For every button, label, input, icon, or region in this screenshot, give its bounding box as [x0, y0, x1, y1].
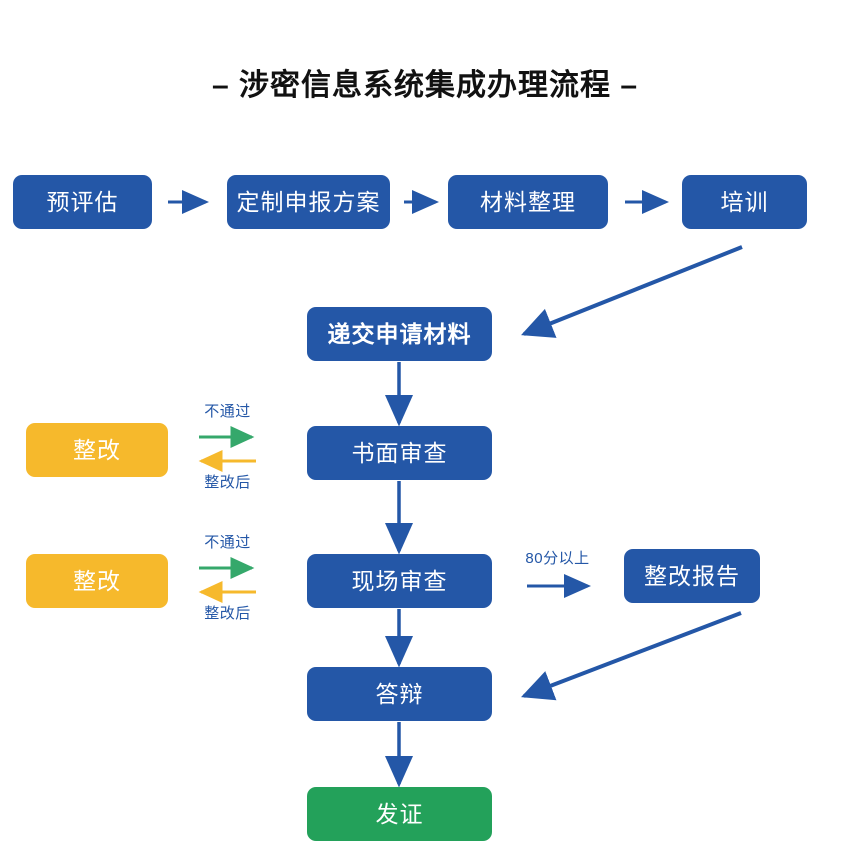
node-submit-application[interactable]: 递交申请材料 — [307, 307, 492, 361]
arrow-rectification-report-to-defense — [521, 611, 742, 701]
edge-label-fail-1: 不通过 — [204, 403, 251, 420]
node-label: 递交申请材料 — [327, 320, 472, 347]
node-label: 定制申报方案 — [236, 188, 381, 215]
node-label: 答辩 — [375, 680, 424, 707]
edge-label-fail-2: 不通过 — [204, 534, 251, 551]
node-rectification-1[interactable]: 整改 — [26, 423, 168, 477]
node-document-review[interactable]: 书面审查 — [307, 426, 492, 480]
node-defense[interactable]: 答辩 — [307, 667, 492, 721]
node-label: 材料整理 — [480, 188, 576, 215]
page-title: – 涉密信息系统集成办理流程 – — [211, 69, 639, 102]
node-custom-plan[interactable]: 定制申报方案 — [227, 175, 390, 229]
node-pre-assessment[interactable]: 预评估 — [13, 175, 152, 229]
node-onsite-review[interactable]: 现场审查 — [307, 554, 492, 608]
node-label: 培训 — [720, 188, 769, 215]
node-label: 整改报告 — [644, 562, 740, 589]
node-rectification-report[interactable]: 整改报告 — [624, 549, 760, 603]
node-label: 预评估 — [46, 188, 119, 215]
node-material-prep[interactable]: 材料整理 — [448, 175, 608, 229]
node-certificate[interactable]: 发证 — [307, 787, 492, 841]
node-training[interactable]: 培训 — [682, 175, 807, 229]
node-label: 书面审查 — [351, 439, 448, 466]
node-label: 整改 — [73, 567, 121, 594]
edge-label-after-fix-2: 整改后 — [204, 605, 251, 622]
arrow-training-to-submit-application — [521, 245, 743, 338]
node-label: 发证 — [375, 800, 424, 827]
node-label: 整改 — [73, 436, 121, 463]
node-label: 现场审查 — [351, 567, 448, 594]
node-rectification-2[interactable]: 整改 — [26, 554, 168, 608]
edge-label-score-threshold: 80分以上 — [525, 550, 590, 567]
edge-label-after-fix-1: 整改后 — [204, 474, 251, 491]
